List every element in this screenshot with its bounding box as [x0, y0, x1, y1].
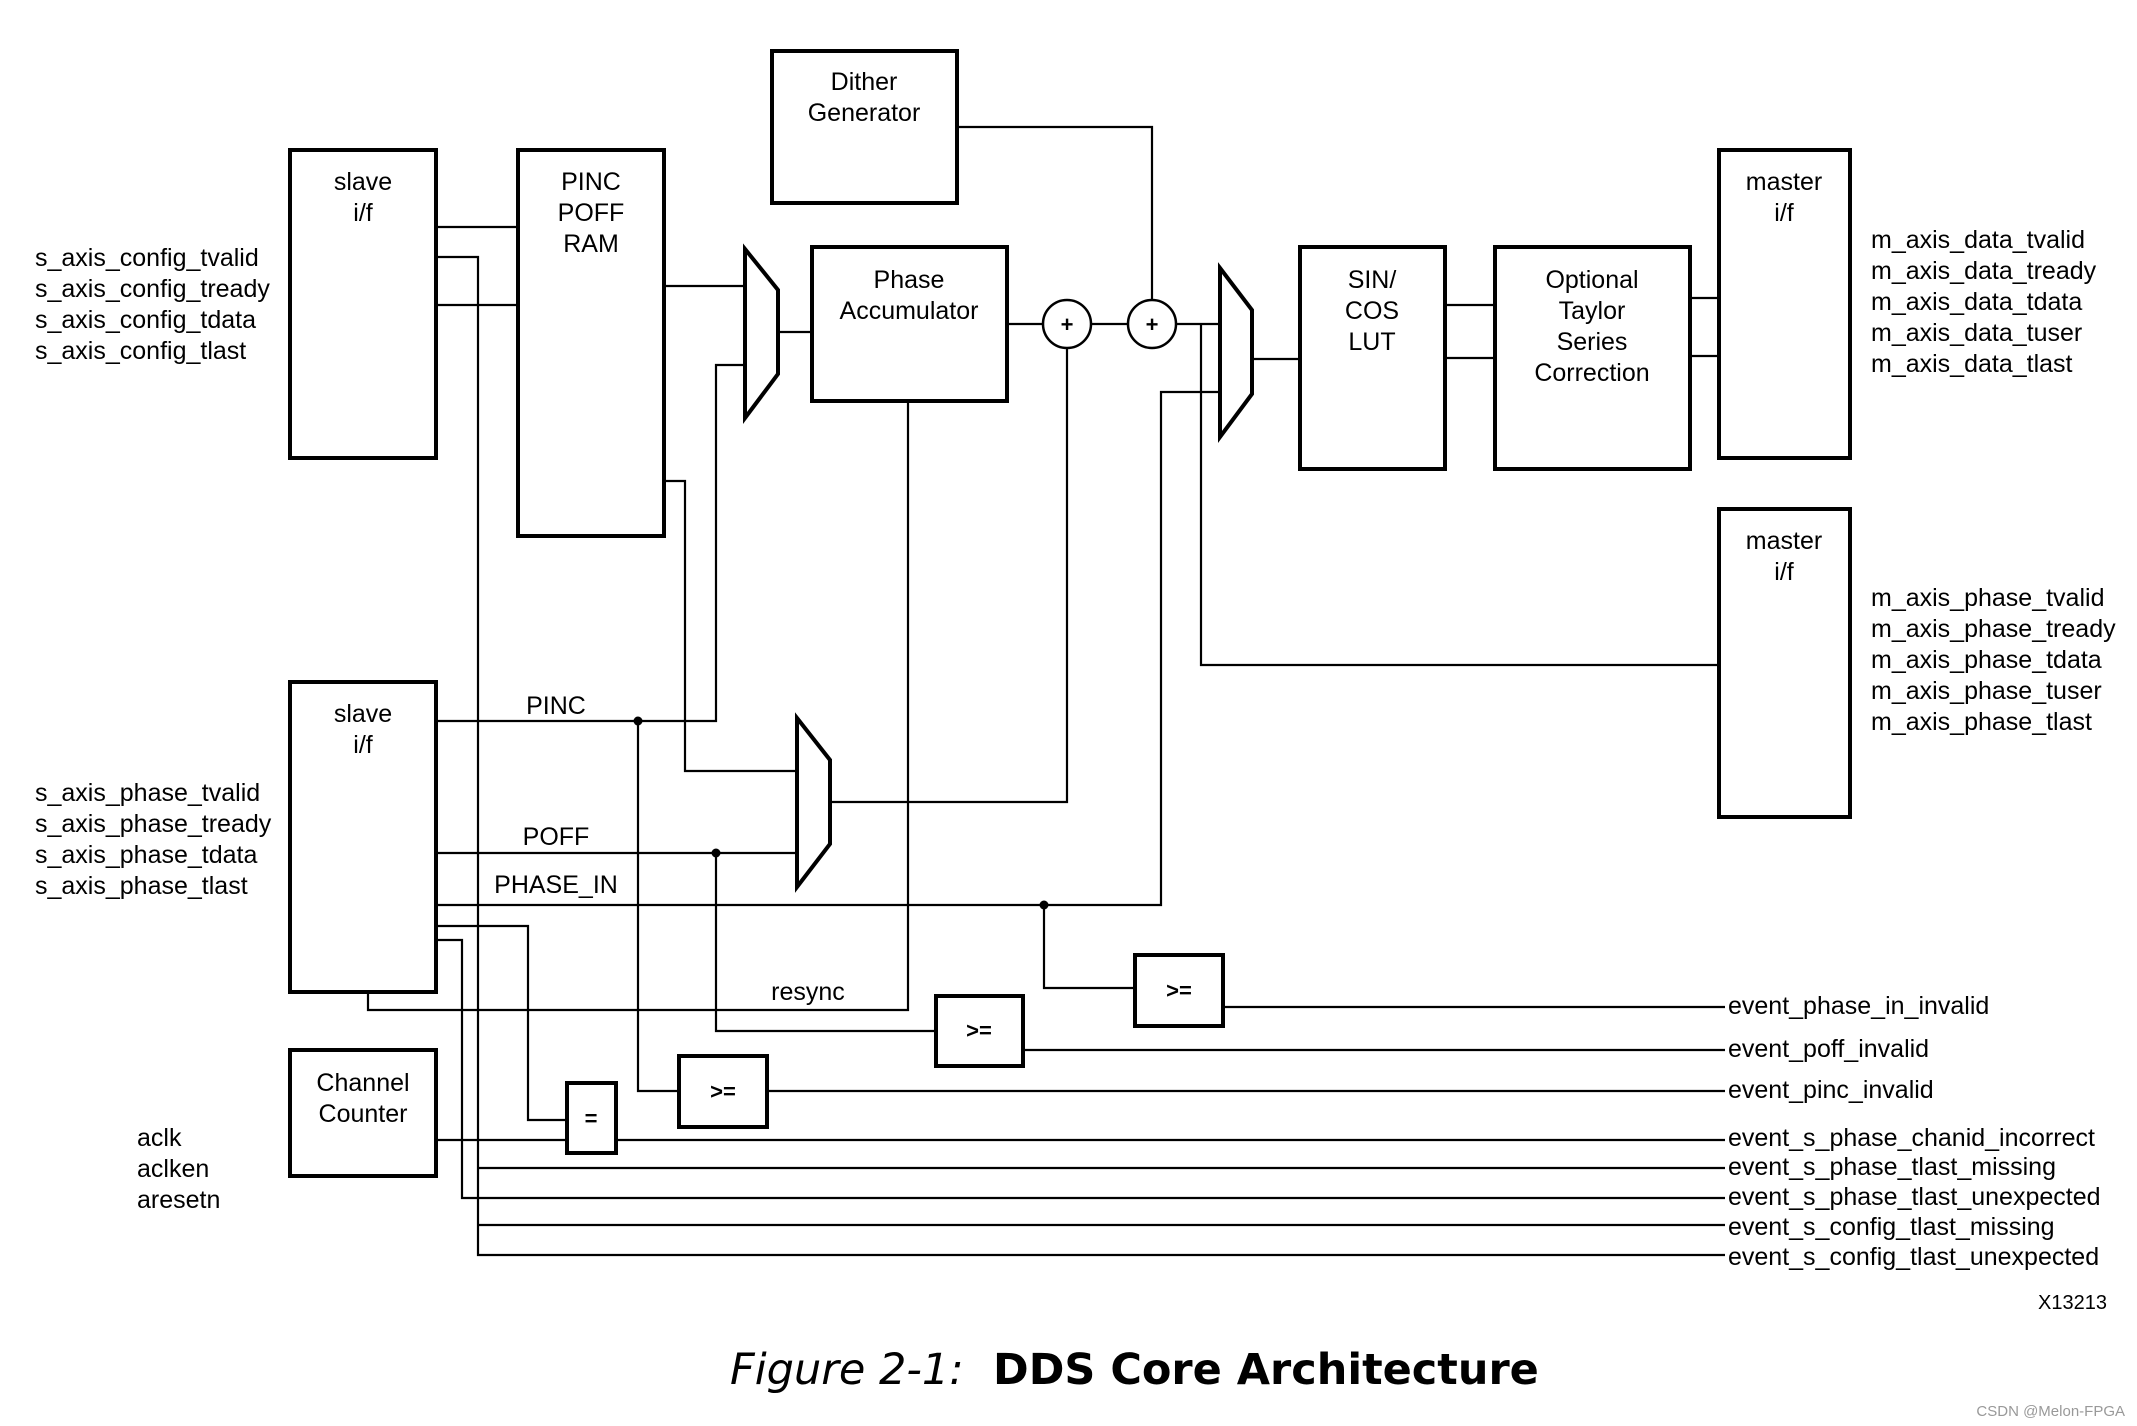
signal-name: m_axis_data_tvalid: [1871, 226, 2085, 254]
sin-cos-lut-block: SIN/ COS LUT: [1298, 245, 1447, 471]
block-label: Phase: [874, 266, 945, 294]
block-label: SIN/: [1348, 266, 1397, 294]
signal-name: m_axis_phase_tuser: [1871, 677, 2102, 705]
block-label: Generator: [808, 99, 921, 127]
channel-counter-block: Channel Counter: [288, 1048, 438, 1178]
signal-name: m_axis_phase_tdata: [1871, 646, 2102, 674]
comparator-symbol: >=: [1166, 978, 1192, 1003]
signal-name: s_axis_config_tready: [35, 275, 270, 303]
block-label: slave: [334, 700, 392, 728]
signal-name: m_axis_phase_tready: [1871, 615, 2116, 643]
config-signal-list: s_axis_config_tvalid s_axis_config_tread…: [35, 244, 270, 365]
adder-symbol: +: [1146, 312, 1159, 337]
signal-name: m_axis_phase_tvalid: [1871, 584, 2104, 612]
signal-name: m_axis_data_tready: [1871, 257, 2097, 285]
signal-name: s_axis_config_tvalid: [35, 244, 259, 272]
equality-comparator: =: [565, 1081, 618, 1155]
comparator-symbol: =: [585, 1106, 598, 1131]
block-label: master: [1746, 168, 1822, 196]
block-label: Taylor: [1559, 297, 1626, 325]
signal-name: s_axis_config_tlast: [35, 337, 246, 365]
block-label: COS: [1345, 297, 1399, 325]
mux-bottom: [795, 712, 832, 893]
data-output-signal-list: m_axis_data_tvalid m_axis_data_tready m_…: [1871, 226, 2097, 378]
block-label: Optional: [1545, 266, 1638, 294]
master-data-interface-block: master i/f: [1717, 148, 1852, 460]
block-label: Dither: [831, 68, 898, 96]
figure-title: DDS Core Architecture: [993, 1345, 1539, 1395]
signal-name: aresetn: [137, 1186, 220, 1214]
wire-label-poff: POFF: [523, 823, 590, 851]
dither-generator-block: Dither Generator: [770, 49, 959, 205]
comparator-symbol: >=: [966, 1018, 992, 1043]
signal-name: s_axis_config_tdata: [35, 306, 256, 334]
clock-signal-list: aclk aclken aresetn: [137, 1124, 220, 1214]
block-label: PINC: [561, 168, 621, 196]
block-label: slave: [334, 168, 392, 196]
wires: [366, 125, 1725, 1257]
wire-label-pinc: PINC: [526, 692, 586, 720]
signal-name: aclk: [137, 1124, 182, 1152]
block-label: i/f: [1774, 558, 1794, 586]
comparator-symbol: >=: [710, 1079, 736, 1104]
adder-2: +: [1126, 298, 1178, 350]
wire-label-resync: resync: [771, 978, 845, 1006]
block-label: Series: [1557, 328, 1628, 356]
watermark: CSDN @Melon-FPGA: [1976, 1403, 2125, 1420]
taylor-correction-block: Optional Taylor Series Correction: [1493, 245, 1692, 471]
signal-name: m_axis_data_tlast: [1871, 350, 2073, 378]
block-label: i/f: [353, 731, 373, 759]
phase-accumulator-block: Phase Accumulator: [810, 245, 1009, 403]
signal-name: event_pinc_invalid: [1728, 1076, 1934, 1104]
block-label: POFF: [558, 199, 625, 227]
signal-name: event_s_config_tlast_unexpected: [1728, 1243, 2099, 1271]
signal-name: event_phase_in_invalid: [1728, 992, 1989, 1020]
signal-name: m_axis_data_tuser: [1871, 319, 2082, 347]
master-phase-interface-block: master i/f: [1717, 507, 1852, 819]
signal-name: event_s_phase_tlast_missing: [1728, 1153, 2056, 1181]
block-label: Accumulator: [840, 297, 979, 325]
slave-config-interface-block: slave i/f: [288, 148, 438, 460]
block-label: master: [1746, 527, 1822, 555]
block-label: Channel: [316, 1069, 409, 1097]
signal-name: event_poff_invalid: [1728, 1035, 1929, 1063]
mux-top: [743, 243, 780, 424]
adder-symbol: +: [1061, 312, 1074, 337]
block-label: i/f: [353, 199, 373, 227]
block-label: Correction: [1534, 359, 1649, 387]
comparator-phase-in: >=: [1133, 953, 1225, 1028]
wire-label-phase-in: PHASE_IN: [494, 871, 618, 899]
signal-name: event_s_phase_chanid_incorrect: [1728, 1124, 2095, 1152]
comparator-pinc: >=: [677, 1054, 769, 1129]
signal-name: s_axis_phase_tvalid: [35, 779, 260, 807]
adder-1: +: [1041, 298, 1093, 350]
figure-id: X13213: [2038, 1292, 2107, 1314]
junction-dots: [633, 716, 1049, 910]
event-signal-list: event_phase_in_invalid event_poff_invali…: [1728, 992, 2101, 1271]
comparator-poff: >=: [934, 994, 1025, 1068]
block-label: i/f: [1774, 199, 1794, 227]
figure-number: Figure 2-1:: [730, 1345, 964, 1395]
signal-name: m_axis_phase_tlast: [1871, 708, 2092, 736]
signal-name: aclken: [137, 1155, 209, 1183]
signal-name: m_axis_data_tdata: [1871, 288, 2082, 316]
signal-name: s_axis_phase_tdata: [35, 841, 257, 869]
block-label: RAM: [563, 230, 619, 258]
signal-name: s_axis_phase_tlast: [35, 872, 248, 900]
signal-name: s_axis_phase_tready: [35, 810, 272, 838]
phase-signal-list: s_axis_phase_tvalid s_axis_phase_tready …: [35, 779, 272, 900]
pinc-poff-ram-block: PINC POFF RAM: [516, 148, 666, 538]
signal-name: event_s_config_tlast_missing: [1728, 1213, 2055, 1241]
mux-output: [1218, 262, 1254, 444]
slave-phase-interface-block: slave i/f: [288, 680, 438, 994]
block-label: Counter: [319, 1100, 408, 1128]
phase-output-signal-list: m_axis_phase_tvalid m_axis_phase_tready …: [1871, 584, 2116, 736]
block-label: LUT: [1348, 328, 1395, 356]
signal-name: event_s_phase_tlast_unexpected: [1728, 1183, 2101, 1211]
